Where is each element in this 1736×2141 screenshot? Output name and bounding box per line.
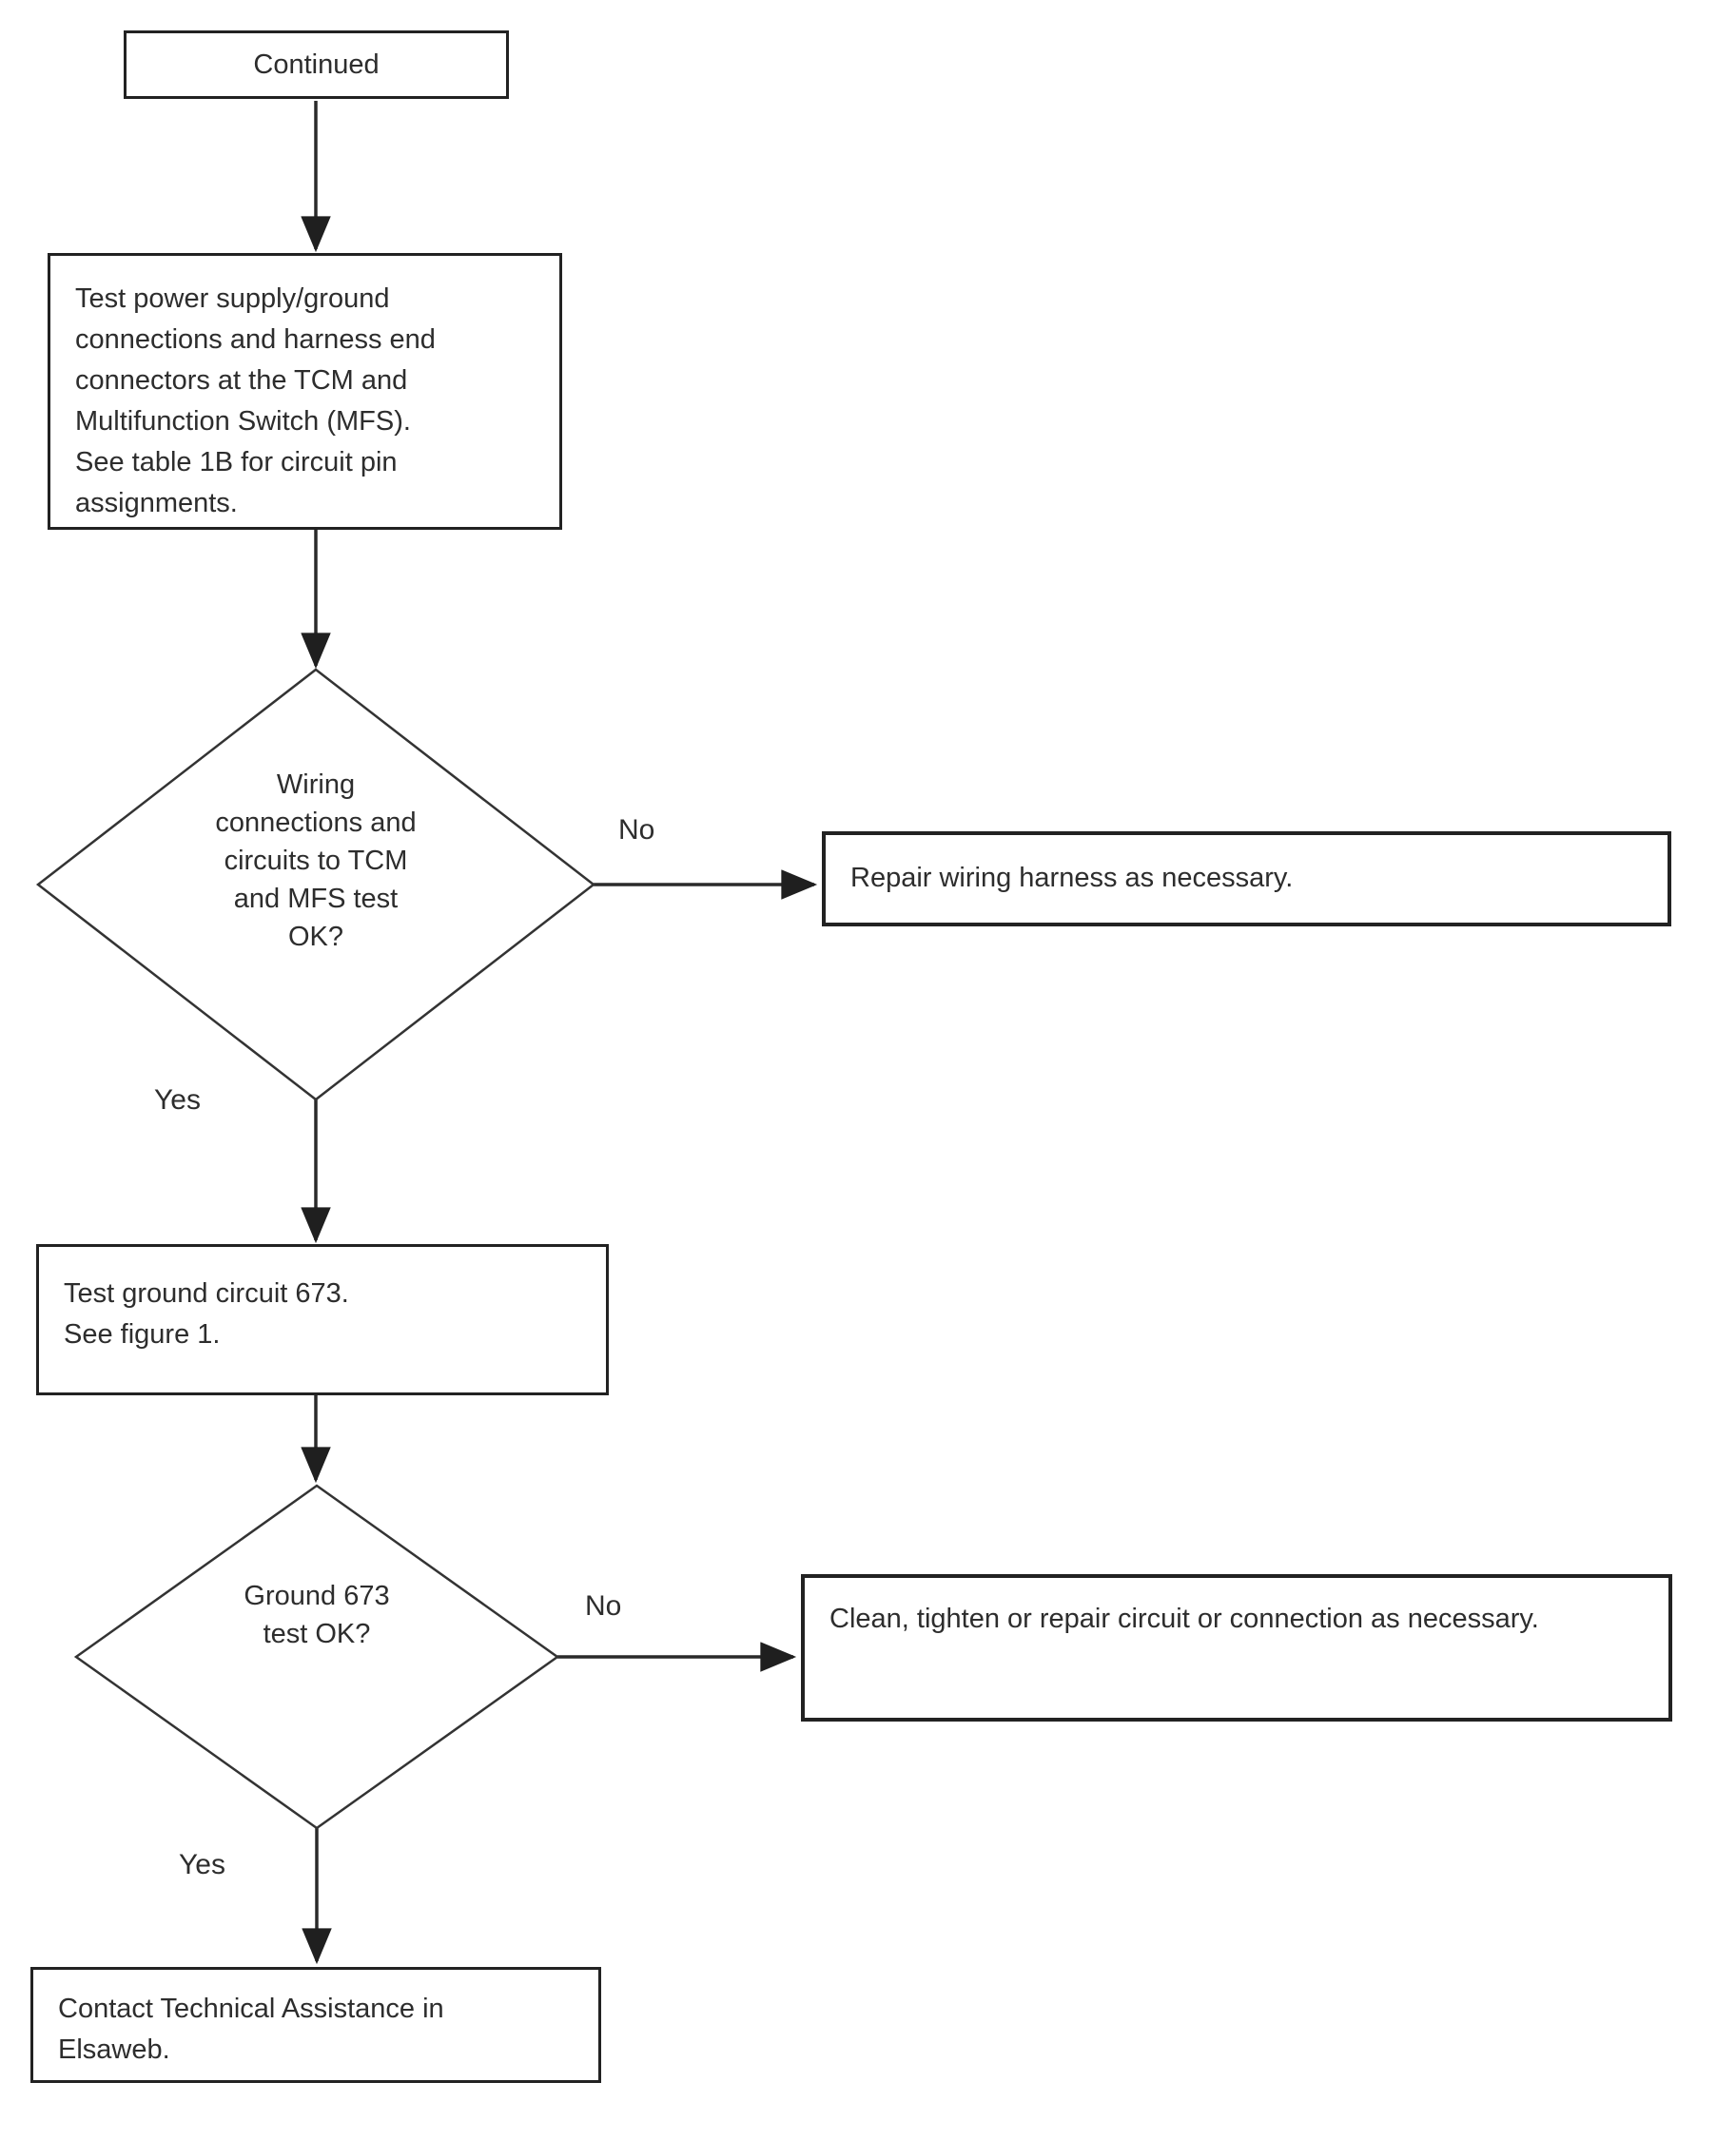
node-continued-label: Continued — [253, 49, 380, 80]
edge-label-ground-yes: Yes — [179, 1849, 225, 1880]
edge-label-ground-no: No — [585, 1590, 622, 1622]
node-test-power-supply: Test power supply/ground connections and… — [48, 253, 562, 530]
node-test-power-supply-label: Test power supply/ground connections and… — [75, 283, 436, 518]
decision-ground-ok-label: Ground 673 test OK? — [244, 1581, 390, 1649]
decision-wiring-ok-label: Wiring connections and circuits to TCM a… — [215, 769, 417, 952]
decision-diamond-wiring-ok — [35, 668, 596, 1101]
node-repair-wiring-harness-label: Repair wiring harness as necessary. — [850, 863, 1294, 893]
node-test-ground-circuit: Test ground circuit 673. See figure 1. — [36, 1244, 609, 1395]
edge-label-wiring-no: No — [618, 814, 655, 846]
node-contact-technical-assistance-label: Contact Technical Assistance in Elsaweb. — [58, 1994, 444, 2065]
node-clean-tighten-repair-label: Clean, tighten or repair circuit or conn… — [829, 1604, 1539, 1634]
node-clean-tighten-repair: Clean, tighten or repair circuit or conn… — [801, 1574, 1672, 1722]
decision-diamond-ground-ok — [73, 1484, 560, 1830]
node-repair-wiring-harness: Repair wiring harness as necessary. — [822, 831, 1671, 926]
node-contact-technical-assistance: Contact Technical Assistance in Elsaweb. — [30, 1967, 601, 2083]
edge-label-wiring-yes: Yes — [154, 1084, 201, 1116]
node-test-ground-circuit-label: Test ground circuit 673. See figure 1. — [64, 1278, 349, 1350]
node-continued: Continued — [124, 30, 509, 99]
